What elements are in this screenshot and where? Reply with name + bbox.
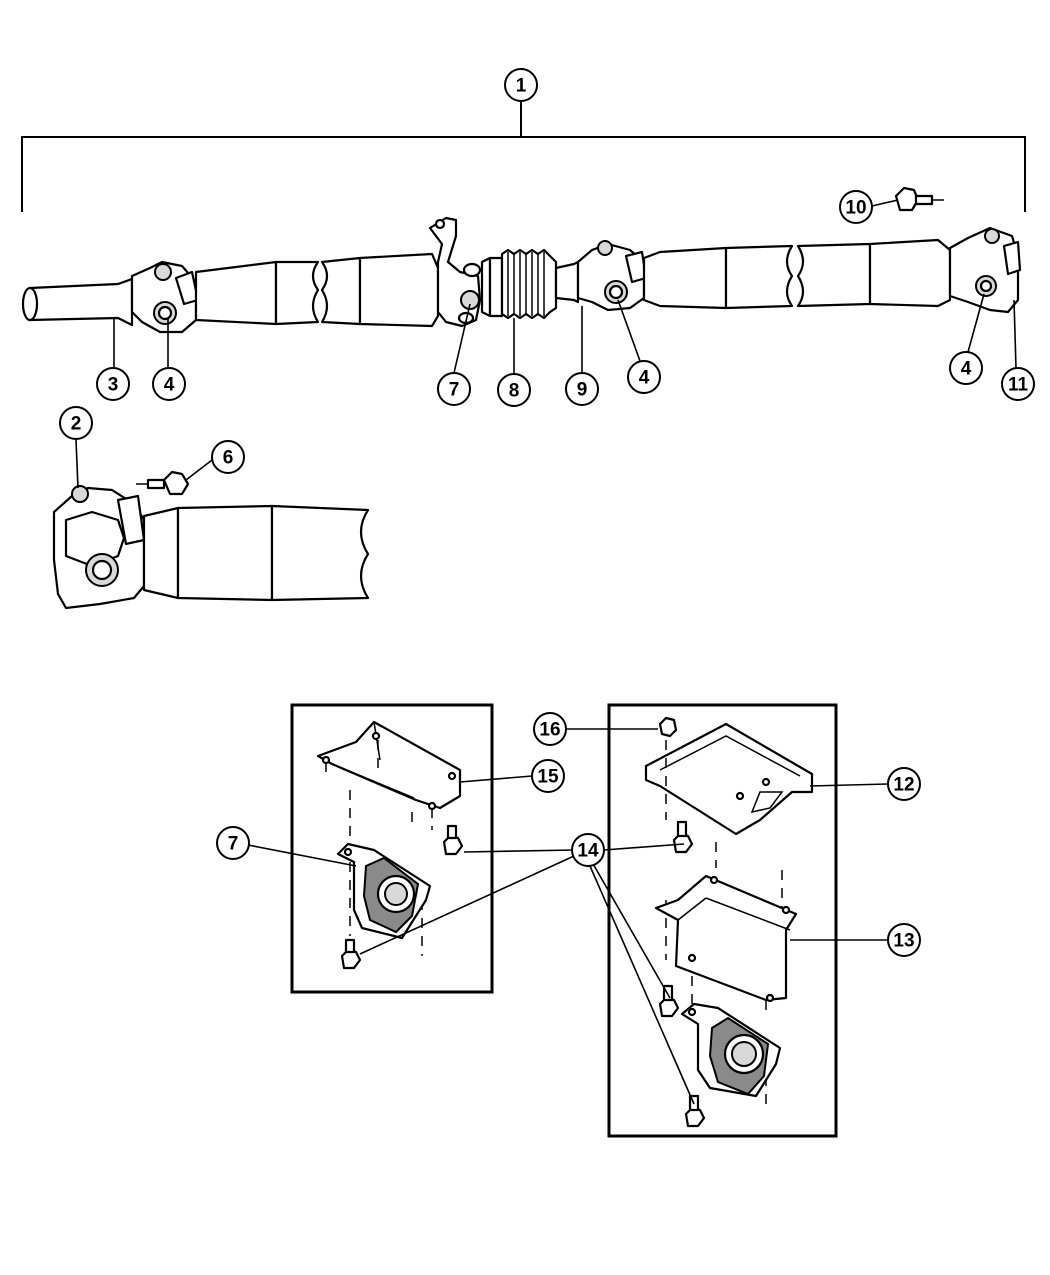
middle-tube [320, 252, 440, 328]
callout-4-rear: 4 [949, 351, 983, 385]
callout-4-front-label: 4 [164, 375, 175, 396]
callout-6-label: 6 [223, 448, 234, 469]
front-tube [194, 260, 320, 326]
callout-16-label: 16 [539, 720, 560, 741]
callout-15: 15 [531, 759, 565, 793]
callout-9: 9 [565, 372, 599, 406]
callout-2-label: 2 [71, 414, 82, 435]
nut-16 [658, 716, 678, 738]
bolt-left-upper [442, 824, 464, 856]
callout-6: 6 [211, 440, 245, 474]
bolt-right-lower [684, 1094, 706, 1128]
rear-tube [642, 238, 952, 310]
callout-7-top-label: 7 [449, 380, 460, 401]
callout-1: 1 [504, 68, 538, 102]
slip-boot [480, 248, 558, 320]
shield-12 [644, 722, 814, 836]
callout-4-front: 4 [152, 367, 186, 401]
callout-10: 10 [839, 190, 873, 224]
callout-14: 14 [571, 833, 605, 867]
callout-8-label: 8 [509, 381, 520, 402]
callout-15-label: 15 [537, 767, 559, 788]
callout-14-label: 14 [577, 841, 599, 862]
center-universal-joint [576, 240, 648, 312]
center-bearing-left [336, 842, 432, 940]
callout-7-top: 7 [437, 372, 471, 406]
bolt-right-middle [658, 984, 680, 1018]
slip-yoke [554, 260, 580, 304]
center-bearing-right [680, 1002, 782, 1098]
callout-7-bottom: 7 [216, 826, 250, 860]
callout-13-label: 13 [893, 931, 914, 952]
front-stub-shaft [21, 277, 134, 327]
callout-3-label: 3 [108, 375, 119, 396]
left-dash-lines [325, 740, 433, 956]
rear-universal-joint [948, 226, 1022, 314]
bolt-6 [136, 470, 190, 496]
rear-shaft-detail [52, 485, 370, 610]
callout-9-label: 9 [577, 380, 588, 401]
callout-4-rear-label: 4 [961, 359, 972, 380]
callout-3: 3 [96, 367, 130, 401]
callout-16: 16 [533, 712, 567, 746]
callout-12-label: 12 [893, 775, 914, 796]
assembly-bracket [21, 101, 1026, 212]
bolt-right-upper [672, 820, 694, 854]
callout-4-center: 4 [627, 360, 661, 394]
flange-bolt-10 [894, 186, 944, 212]
bolt-left-lower [340, 938, 362, 970]
callout-8: 8 [497, 373, 531, 407]
callout-2: 2 [59, 406, 93, 440]
shield-13 [654, 874, 798, 1003]
callout-4-center-label: 4 [639, 368, 650, 389]
callout-12: 12 [887, 767, 921, 801]
callout-7-bottom-label: 7 [228, 834, 239, 855]
callout-11-label: 11 [1008, 375, 1029, 396]
bracket-kit-box-left [290, 703, 494, 994]
center-bearing-bracket [428, 216, 482, 328]
callout-11: 11 [1001, 367, 1035, 401]
shield-15 [316, 720, 462, 811]
leader-lines [75, 199, 1017, 1105]
callout-10-label: 10 [845, 198, 866, 219]
front-universal-joint [130, 260, 200, 334]
bracket-kit-box-right [607, 703, 838, 1138]
callout-13: 13 [887, 923, 921, 957]
callout-1-label: 1 [516, 76, 527, 97]
